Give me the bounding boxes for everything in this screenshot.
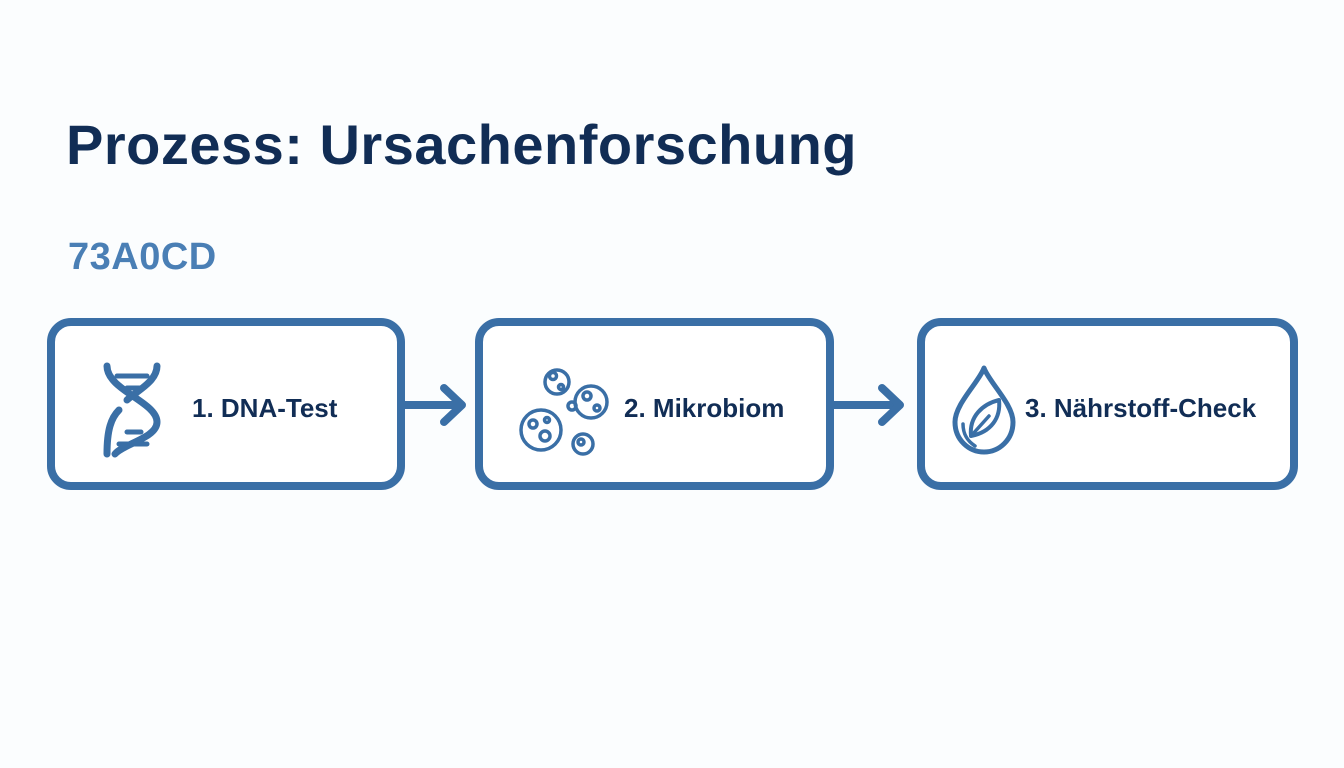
step-label: 3. Nährstoff-Check: [1025, 393, 1257, 423]
dna-icon: [97, 362, 167, 458]
page-title: Prozess: Ursachenforschung: [66, 113, 857, 176]
arrow-right-icon: [404, 382, 470, 428]
step-mikrobiom: 2. Mikrobiom: [475, 318, 834, 490]
step-label: 2. Mikrobiom: [624, 393, 785, 423]
step-label: 1. DNA-Test: [192, 393, 338, 423]
nutrient-drop-leaf-icon: [949, 364, 1019, 456]
arrow-right-icon: [834, 382, 908, 428]
step-naehrstoff-check: 3. Nährstoff-Check: [917, 318, 1298, 490]
subtitle-code: 73A0CD: [68, 236, 217, 278]
microbiome-cells-icon: [517, 362, 613, 458]
step-dna-test: 1. DNA-Test: [47, 318, 405, 490]
